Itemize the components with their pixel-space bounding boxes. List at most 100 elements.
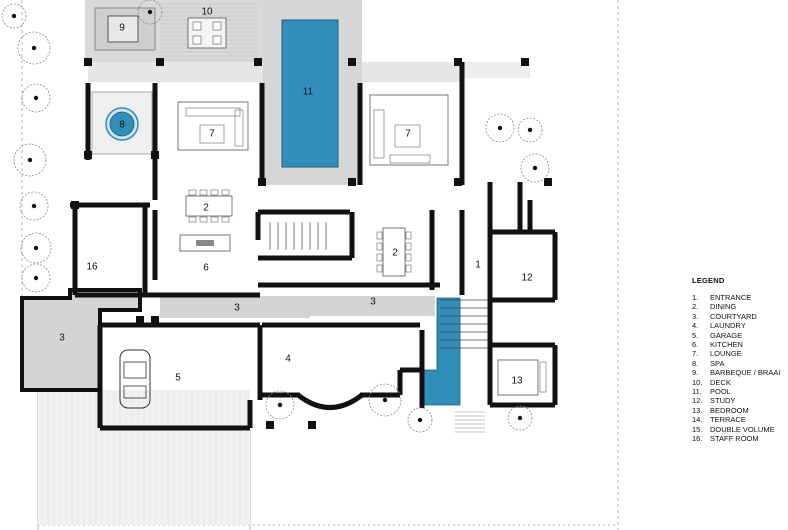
legend-item: 16.STAFF ROOM (692, 434, 788, 443)
legend-item-number: 7. (692, 349, 699, 359)
label-entrance: 1 (475, 260, 481, 271)
chair (210, 216, 219, 223)
lounge-east-furniture (369, 94, 449, 166)
pool (281, 19, 339, 168)
column (266, 421, 274, 429)
tree (265, 390, 295, 420)
chair (210, 189, 219, 196)
legend-item-label: LOUNGE (710, 349, 742, 359)
label-spa: 8 (119, 120, 125, 131)
legend-item-number: 15. (692, 424, 703, 434)
chair (221, 216, 230, 223)
label-courtyard-east: 3 (370, 297, 376, 308)
label-staff-room: 16 (86, 262, 98, 273)
label-kitchen: 6 (203, 263, 209, 274)
legend-item-label: DECK (710, 377, 731, 387)
landscape-trees (1, 0, 550, 433)
label-deck: 10 (201, 7, 213, 18)
chair (188, 189, 197, 196)
legend-item: 8.SPA (692, 359, 788, 368)
legend-item: 14. TERRACE (692, 415, 788, 424)
tree (13, 143, 47, 177)
legend-item-number: 11. (692, 387, 702, 397)
column (544, 178, 552, 186)
column (84, 151, 92, 159)
chair (405, 264, 412, 273)
column (136, 316, 144, 324)
label-dining-main: 2 (203, 203, 209, 214)
tree (21, 263, 51, 293)
label-lounge-east: 7 (405, 129, 411, 140)
legend-item-number: 14. (692, 415, 703, 425)
legend-item: 3. COURTYARD (692, 312, 788, 321)
tree (485, 113, 515, 143)
entrance-steps (455, 411, 485, 433)
legend-item-number: 4. (692, 321, 699, 331)
car (119, 349, 151, 409)
chair (376, 264, 383, 273)
column (454, 178, 462, 186)
chair (199, 216, 208, 223)
chair (405, 253, 412, 262)
chair (221, 189, 230, 196)
label-courtyard-west: 3 (59, 333, 65, 344)
legend-item-number: 5. (692, 330, 699, 340)
legend-item-label: DOUBLE VOLUME (710, 424, 775, 434)
walls (70, 62, 558, 431)
label-braai: 9 (119, 23, 125, 34)
tree (407, 407, 433, 433)
dining-table-west (185, 189, 233, 223)
column (151, 151, 159, 159)
label-study: 12 (521, 273, 533, 284)
legend-item-label: KITCHEN (710, 340, 743, 350)
column (308, 421, 316, 429)
legend-item-label: TERRACE (710, 415, 746, 425)
label-laundry: 4 (285, 354, 291, 365)
legend-item: 6. KITCHEN (692, 340, 788, 349)
legend-item-label: BEDROOM (710, 405, 749, 415)
legend-item-number: 2. (692, 302, 699, 312)
room-labels: 1 2 2 3 3 3 4 5 6 7 7 8 9 10 11 12 13 16 (59, 7, 533, 387)
chair (188, 216, 197, 223)
label-dining-east: 2 (392, 248, 398, 259)
deck-furniture (187, 17, 227, 49)
legend-item-number: 6. (692, 340, 699, 350)
column (258, 178, 266, 186)
legend-item-label: ENTRANCE (710, 293, 752, 302)
column (71, 201, 79, 209)
spa-area (91, 91, 153, 155)
legend-item-number: 8. (692, 358, 699, 368)
tree (368, 383, 402, 417)
curved-bay-wall (296, 392, 364, 410)
legend-item: 15. DOUBLE VOLUME (692, 425, 788, 434)
legend-item-number: 12. (692, 396, 703, 406)
legend-item-number: 1. (692, 293, 699, 302)
column (84, 58, 92, 66)
braai-area (94, 7, 156, 51)
legend-item: 10.DECK (692, 378, 788, 387)
column (254, 58, 262, 66)
legend-item: 11. POOL (692, 387, 788, 396)
chair (405, 231, 412, 240)
legend-item: 4. LAUNDRY (692, 321, 788, 330)
legend-list: 1. ENTRANCE 2. DINING 3. COURTYARD 4. LAUNDRY 5.… (692, 293, 788, 444)
lounge-west-furniture (177, 101, 249, 151)
legend-item-number: 16. (692, 434, 703, 444)
tree (19, 191, 49, 221)
legend-item: 9.BARBEQUE / BRAAI (692, 368, 788, 377)
label-garage: 5 (175, 373, 181, 384)
legend-item-label: POOL (710, 387, 731, 397)
dining-table-east (376, 227, 412, 277)
legend-item-number: 3. (692, 311, 699, 321)
legend-item-label: COURTYARD (710, 311, 757, 321)
label-lounge-west: 7 (209, 129, 215, 140)
legend-item-label: DINING (710, 302, 737, 312)
legend-item-label: STUDY (710, 396, 736, 406)
chair (376, 253, 383, 262)
legend-item-label: LAUNDRY (710, 321, 746, 331)
tree (21, 83, 51, 113)
tree (137, 0, 163, 25)
chair (405, 242, 412, 251)
